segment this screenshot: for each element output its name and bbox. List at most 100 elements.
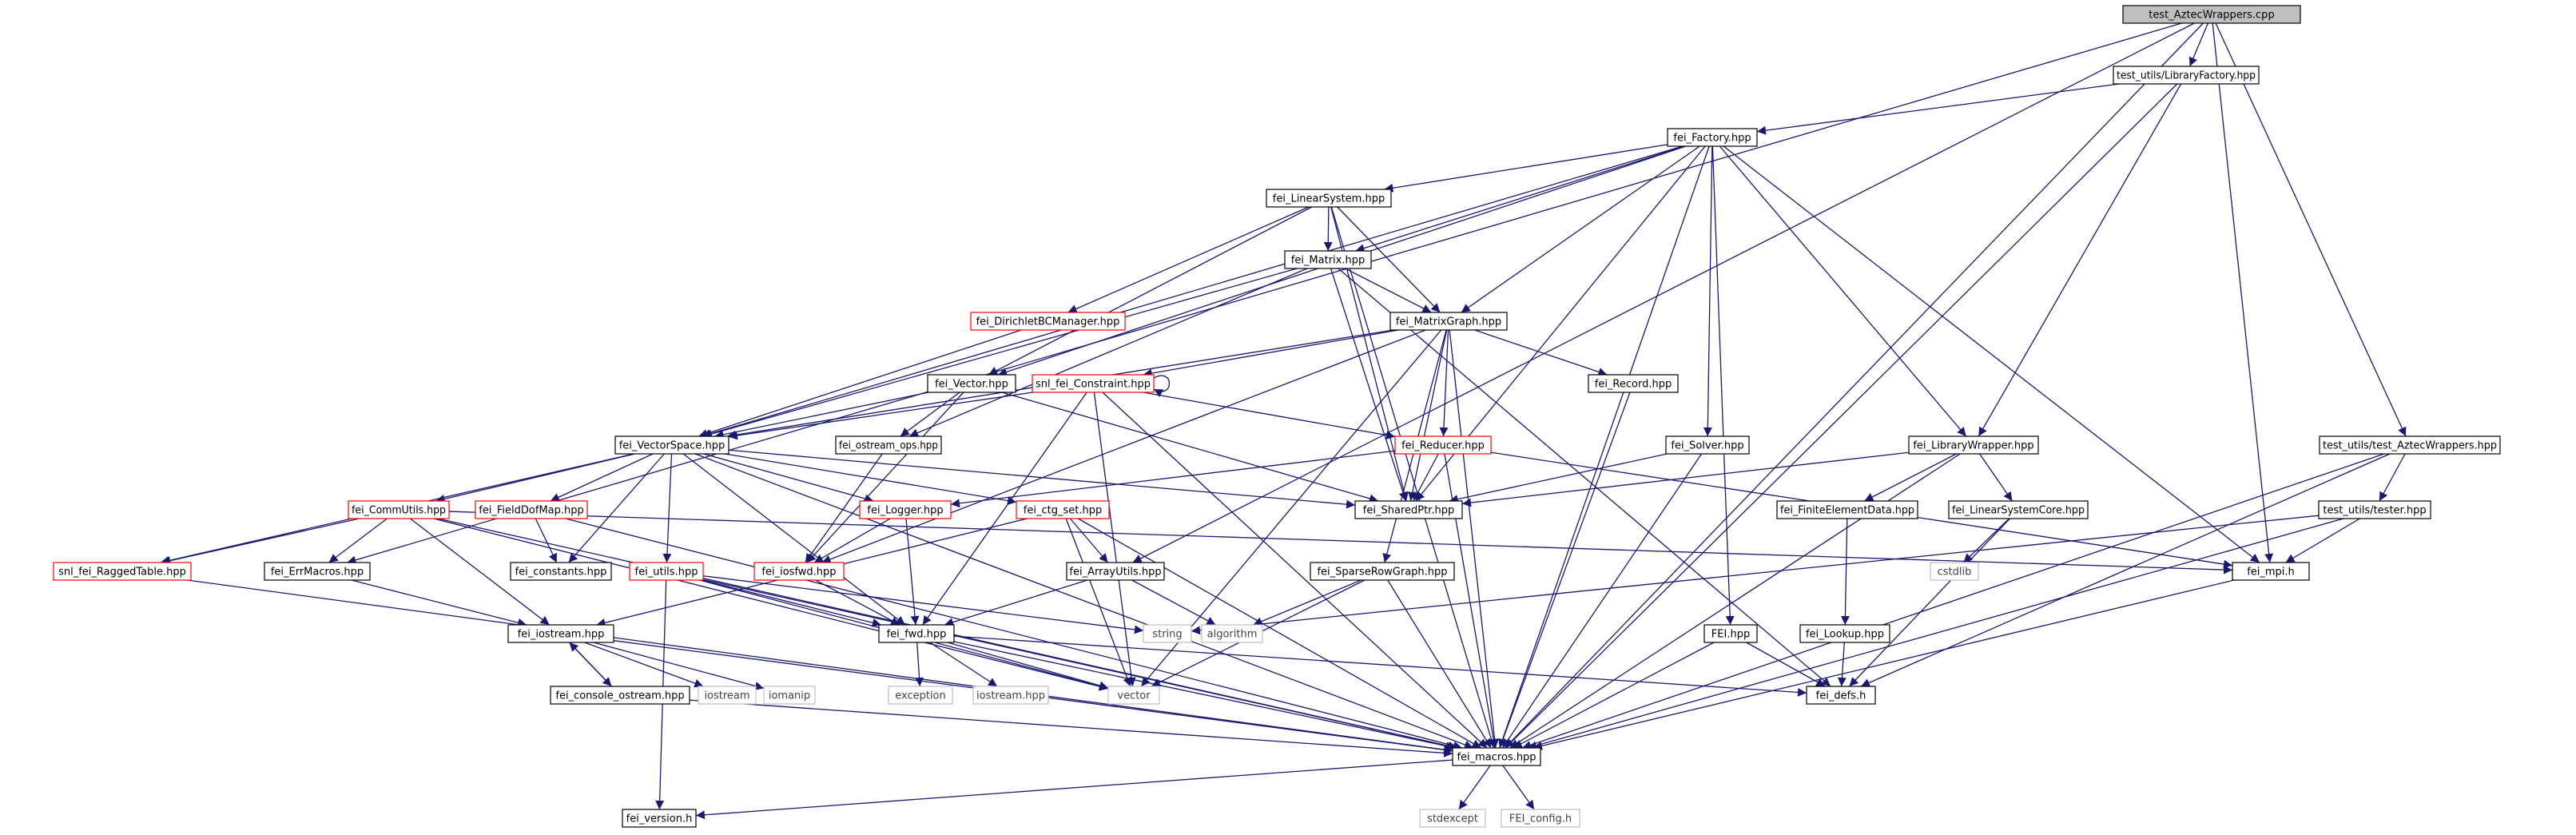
node-root[interactable]: test_AztecWrappers.cpp <box>2122 5 2301 24</box>
node-box <box>629 562 704 581</box>
node-box <box>1284 250 1372 269</box>
node-feihpp[interactable]: FEI.hpp <box>1703 624 1758 643</box>
node-mgraph[interactable]: fei_MatrixGraph.hpp <box>1389 312 1508 331</box>
node-testaztec[interactable]: test_utils/test_AztecWrappers.hpp <box>2319 435 2501 455</box>
node-label: fei_Vector.hpp <box>935 379 1008 391</box>
node-factory[interactable]: fei_Factory.hpp <box>1667 128 1758 147</box>
node-exception[interactable]: exception <box>888 686 953 705</box>
node-arrayutils[interactable]: fei_ArrayUtils.hpp <box>1066 562 1165 581</box>
node-box <box>622 809 697 828</box>
node-box <box>753 562 845 581</box>
node-linsys[interactable]: fei_LinearSystem.hpp <box>1266 189 1392 208</box>
edge-vspace-to-utils <box>662 453 673 563</box>
node-label: vector <box>1117 690 1151 702</box>
node-label: fei_Lookup.hpp <box>1806 629 1884 641</box>
node-mpi[interactable]: fei_mpi.h <box>2232 562 2310 581</box>
node-label: fei_mpi.h <box>2247 567 2295 579</box>
node-macros[interactable]: fei_macros.hpp <box>1452 747 1541 766</box>
node-box <box>1703 624 1758 643</box>
node-label: fei_ostream_ops.hpp <box>839 440 938 452</box>
node-iosfwd[interactable]: fei_iosfwd.hpp <box>753 562 845 581</box>
node-srgraph[interactable]: fei_SparseRowGraph.hpp <box>1310 562 1455 581</box>
node-ostreamops[interactable]: fei_ostream_ops.hpp <box>835 435 942 455</box>
node-vector[interactable]: fei_Vector.hpp <box>927 374 1016 393</box>
node-commutils[interactable]: fei_CommUtils.hpp <box>348 500 450 519</box>
node-utils[interactable]: fei_utils.hpp <box>629 562 704 581</box>
node-iostream_hpp[interactable]: fei_iostream.hpp <box>507 624 614 643</box>
edge-constraint-to-vspace <box>728 392 1033 440</box>
edge-logger-to-fwd <box>905 518 920 626</box>
node-label: fei_ArrayUtils.hpp <box>1069 567 1161 579</box>
edge-linsys-to-vector <box>988 206 1313 376</box>
node-stdexcept[interactable]: stdexcept <box>1419 809 1486 828</box>
node-string[interactable]: string <box>1143 624 1192 643</box>
node-box <box>1354 500 1463 519</box>
edge-factory-to-feihpp <box>1711 145 1735 626</box>
edge-consoleostream-to-macros <box>689 699 1453 757</box>
edge-fwd-to-iostreamhpp <box>929 642 998 687</box>
edge-root-to-testaztec <box>2215 22 2407 437</box>
edge-libwrapper-to-macros <box>1509 453 1961 749</box>
edge-commutils-to-raggedtable <box>161 518 360 565</box>
node-constants[interactable]: fei_constants.hpp <box>510 562 612 581</box>
node-box <box>1806 686 1876 705</box>
node-sharedptr[interactable]: fei_SharedPtr.hpp <box>1354 500 1463 519</box>
node-label: fei_Record.hpp <box>1595 379 1672 391</box>
edge-lscore-to-defs <box>1849 518 2010 687</box>
node-fielddof[interactable]: fei_FieldDofMap.hpp <box>475 500 588 519</box>
edge-record-to-macros <box>1498 392 1631 749</box>
node-lscore[interactable]: fei_LinearSystemCore.hpp <box>1948 500 2089 519</box>
node-consoleostream[interactable]: fei_console_ostream.hpp <box>550 686 690 705</box>
node-matrix[interactable]: fei_Matrix.hpp <box>1284 250 1372 269</box>
node-config[interactable]: FEI_config.h <box>1501 809 1580 828</box>
node-version[interactable]: fei_version.h <box>622 809 697 828</box>
node-solver[interactable]: fei_Solver.hpp <box>1665 435 1750 455</box>
node-constraint[interactable]: snl_fei_Constraint.hpp <box>1032 374 1155 393</box>
node-box <box>2122 5 2301 24</box>
node-box <box>550 686 690 705</box>
edge-feihpp-to-defs <box>1746 642 1826 687</box>
node-ctgset[interactable]: fei_ctg_set.hpp <box>1016 500 1110 519</box>
node-box <box>1389 312 1508 331</box>
node-libfactory[interactable]: test_utils/LibraryFactory.hpp <box>2113 66 2260 85</box>
node-fedata[interactable]: fei_FiniteElementData.hpp <box>1776 500 1918 519</box>
edge-testaztec-to-macros <box>1522 453 2384 750</box>
edge-linsys-to-macros <box>1330 206 1496 749</box>
edge-errmacros-to-iostream_hpp <box>351 579 527 627</box>
node-iostream[interactable]: iostream <box>698 686 757 705</box>
node-algorithm[interactable]: algorithm <box>1201 624 1263 643</box>
edge-fedata-to-lookup <box>1840 518 1850 626</box>
node-errmacros[interactable]: fei_ErrMacros.hpp <box>264 562 371 581</box>
edge-tester-to-string <box>1191 515 2320 635</box>
node-iomanip[interactable]: iomanip <box>763 686 816 705</box>
node-cstdlib[interactable]: cstdlib <box>1930 562 1979 581</box>
node-record[interactable]: fei_Record.hpp <box>1588 374 1679 393</box>
node-raggedtable[interactable]: snl_fei_RaggedTable.hpp <box>53 562 192 581</box>
edge-mgraph-to-iosfwd <box>821 329 1426 564</box>
node-reducer[interactable]: fei_Reducer.hpp <box>1394 435 1492 455</box>
edge-vspace-to-sharedptr <box>728 449 1356 509</box>
node-box <box>1588 374 1679 393</box>
node-iostreamhpp[interactable]: iostream.hpp <box>972 686 1049 705</box>
node-fwd[interactable]: fei_fwd.hpp <box>878 624 955 643</box>
node-box <box>475 500 588 519</box>
node-logger[interactable]: fei_Logger.hpp <box>859 500 952 519</box>
node-box <box>614 435 729 455</box>
node-defs[interactable]: fei_defs.h <box>1806 686 1876 705</box>
edge-vector-to-iosfwd <box>806 392 964 563</box>
node-box <box>1799 624 1890 643</box>
edge-fwd-to-vec <box>947 642 1109 690</box>
node-dirichlet[interactable]: fei_DirichletBCManager.hpp <box>970 312 1126 331</box>
node-tester[interactable]: test_utils/tester.hpp <box>2318 500 2431 519</box>
node-box <box>348 500 450 519</box>
node-libwrapper[interactable]: fei_LibraryWrapper.hpp <box>1908 435 2039 455</box>
node-label: fei_DirichletBCManager.hpp <box>976 316 1120 328</box>
edge-ctgset-to-arrayutils <box>1069 518 1109 563</box>
node-vspace[interactable]: fei_VectorSpace.hpp <box>614 435 729 455</box>
node-lookup[interactable]: fei_Lookup.hpp <box>1799 624 1890 643</box>
edge-libwrapper-to-lscore <box>1979 453 2013 502</box>
node-label: fei_Logger.hpp <box>867 505 943 517</box>
node-vec[interactable]: vector <box>1107 686 1160 705</box>
edge-vspace-to-fwd <box>682 453 906 626</box>
node-label: fei_iostream.hpp <box>518 629 605 641</box>
